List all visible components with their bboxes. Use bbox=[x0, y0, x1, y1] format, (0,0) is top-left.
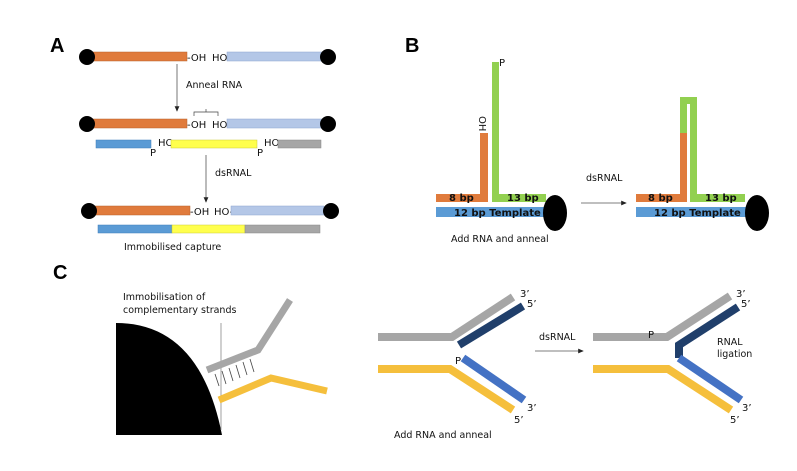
five-prime-label: 5’ bbox=[730, 415, 740, 426]
five-prime-label: 5’ bbox=[527, 299, 537, 310]
dsrnal-label: dsRNAL bbox=[539, 332, 576, 343]
p-label: P bbox=[455, 356, 461, 367]
orange-8bp-strand bbox=[636, 133, 687, 202]
oh-end-label: -OH bbox=[187, 53, 206, 64]
add-rna-anneal-label: Add RNA and anneal bbox=[394, 430, 492, 441]
five-prime-label: 5’ bbox=[514, 415, 524, 426]
five-prime-label: 5’ bbox=[741, 299, 751, 310]
bead bbox=[320, 116, 336, 132]
yellow-strand bbox=[171, 224, 246, 234]
ho-end-label: HO- bbox=[212, 53, 232, 64]
gray-strand bbox=[277, 139, 322, 149]
oh-label: OH bbox=[476, 116, 487, 131]
green-13bp-strand bbox=[492, 62, 546, 202]
template-label: 12 bp Template bbox=[654, 208, 741, 219]
add-rna-anneal-label: Add RNA and anneal bbox=[451, 234, 549, 245]
8bp-label: 8 bp bbox=[449, 193, 474, 204]
blue-strand bbox=[95, 139, 152, 149]
panel-b-before: P OH 8 bp 13 bp 12 bp Template Add RNA a… bbox=[436, 58, 567, 245]
bead bbox=[745, 195, 769, 231]
three-prime-label: 3’ bbox=[527, 403, 537, 414]
yellow-strand bbox=[170, 139, 258, 149]
gold-strand bbox=[378, 365, 516, 414]
panel-a-row1: -OH HO- bbox=[79, 49, 336, 65]
base-pair-hashes bbox=[214, 358, 255, 387]
immobilisation-label-line2: complementary strands bbox=[123, 305, 236, 316]
gray-strand bbox=[244, 224, 321, 234]
panel-a-label: A bbox=[50, 35, 64, 57]
ho-end-label: HO- bbox=[212, 120, 232, 131]
template-label: 12 bp Template bbox=[454, 208, 541, 219]
light-blue-strand bbox=[226, 51, 328, 62]
dsrnal-label: dsRNAL bbox=[586, 173, 623, 184]
bead bbox=[79, 49, 95, 65]
orange-strand bbox=[89, 205, 191, 216]
panel-b-label: B bbox=[405, 35, 419, 57]
oh-end-label: -OH bbox=[187, 120, 206, 131]
bead bbox=[320, 49, 336, 65]
panel-c-after: P 3’ 5’ 3’ 5’ RNAL ligation bbox=[593, 289, 752, 426]
bead bbox=[81, 203, 97, 219]
13bp-label: 13 bp bbox=[507, 193, 539, 204]
three-prime-label: 3’ bbox=[736, 289, 746, 300]
three-prime-label: 3’ bbox=[520, 289, 530, 300]
light-blue-strand bbox=[226, 118, 328, 129]
p-label: P bbox=[648, 330, 654, 341]
rnal-ligation-line1: RNAL bbox=[717, 337, 743, 348]
green-13bp-strand bbox=[680, 97, 745, 202]
gold-strand bbox=[217, 374, 328, 404]
orange-strand bbox=[89, 118, 188, 129]
gap-bracket bbox=[193, 109, 219, 116]
ho-label: HO- bbox=[158, 138, 178, 149]
bead bbox=[79, 116, 95, 132]
bead bbox=[543, 195, 567, 231]
panel-a: A -OH HO- Anneal RNA -OH HO- P HO- bbox=[50, 35, 339, 253]
gray-strand bbox=[205, 298, 293, 374]
rnal-ligation-line2: ligation bbox=[717, 349, 752, 360]
navy-strand bbox=[456, 302, 526, 349]
bead bbox=[323, 203, 339, 219]
dsrnal-label: dsRNAL bbox=[215, 168, 252, 179]
bead-surface bbox=[116, 323, 222, 435]
p-label: P bbox=[257, 148, 263, 159]
anneal-rna-label: Anneal RNA bbox=[186, 80, 243, 91]
template-strand bbox=[436, 207, 551, 217]
gray-strand bbox=[593, 292, 733, 341]
p-label: P bbox=[150, 148, 156, 159]
13bp-label: 13 bp bbox=[705, 193, 737, 204]
panel-b-after: 8 bp 13 bp 12 bp Template bbox=[636, 97, 769, 231]
orange-8bp-strand bbox=[436, 133, 488, 202]
immobilisation-label-line1: Immobilisation of bbox=[123, 292, 206, 303]
blue-strand bbox=[97, 224, 173, 234]
gray-strand bbox=[378, 293, 516, 341]
oh-end-label: -OH bbox=[190, 207, 209, 218]
ho-label: HO- bbox=[264, 138, 284, 149]
blue-strand bbox=[676, 354, 744, 404]
panel-a-row2: -OH HO- P HO- P HO- bbox=[79, 109, 336, 159]
8bp-label: 8 bp bbox=[648, 193, 673, 204]
panel-a-row3: -OH HO- bbox=[81, 203, 339, 234]
ho-end-label: HO- bbox=[214, 207, 234, 218]
p-label: P bbox=[499, 58, 505, 69]
template-strand bbox=[636, 207, 751, 217]
three-prime-label: 3’ bbox=[742, 403, 752, 414]
panel-c-before: P 3’ 5’ 3’ 5’ Add RNA and anneal bbox=[378, 289, 537, 441]
panel-c: C Immobilisation of complementary strand… bbox=[53, 262, 752, 441]
immobilised-capture-label: Immobilised capture bbox=[124, 242, 221, 253]
panel-c-label: C bbox=[53, 262, 67, 284]
panel-b: B P OH 8 bp 13 bp 12 bp Template Add RNA… bbox=[405, 35, 769, 245]
navy-strand bbox=[675, 303, 741, 358]
orange-strand bbox=[89, 51, 188, 62]
gold-strand bbox=[593, 365, 734, 414]
blue-strand bbox=[460, 354, 527, 404]
light-blue-strand bbox=[230, 205, 325, 216]
